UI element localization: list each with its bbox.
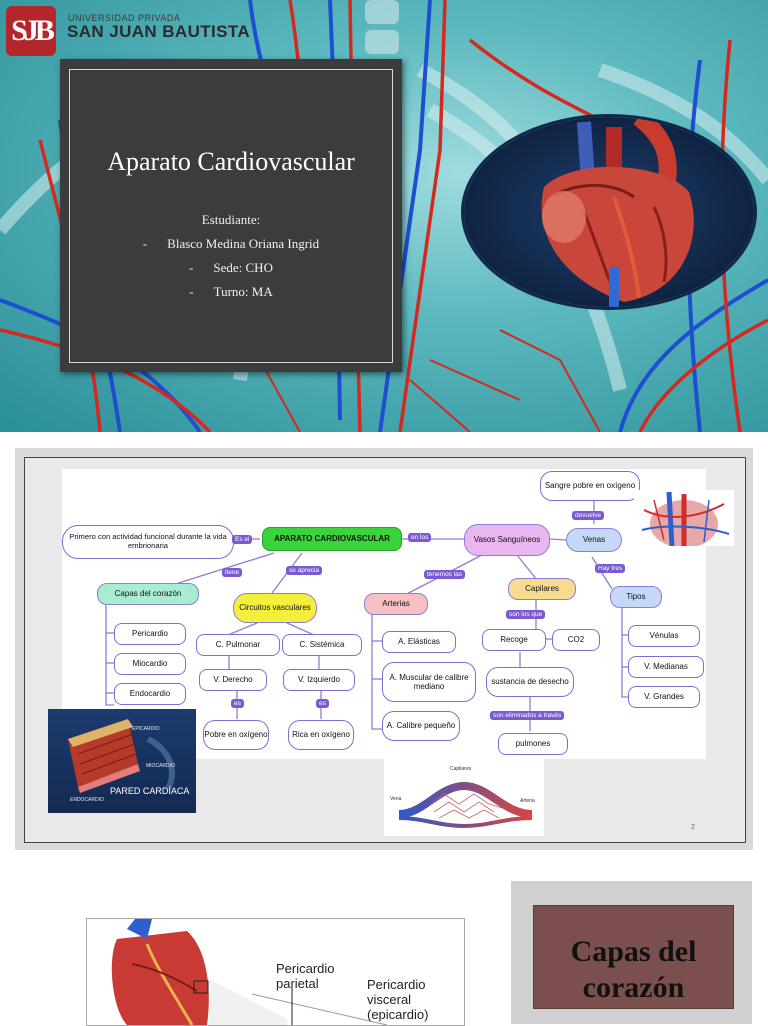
link-tenemos-las: tenemos las: [424, 570, 466, 579]
pared-cardiaca-title: PARED CARDÍACA: [110, 786, 190, 796]
first-activity-node: Primero con actividad funcional durante …: [62, 525, 234, 559]
v-izquierdo-node: V. Izquierdo: [283, 669, 355, 691]
tipos-node: Tipos: [610, 586, 662, 608]
a-elasticas-node: A. Elásticas: [382, 631, 456, 653]
university-name: SAN JUAN BAUTISTA: [67, 22, 251, 41]
capillary-art: [398, 781, 533, 829]
root-node: APARATO CARDIOVASCULAR: [262, 527, 402, 551]
pared-endocardio-label: ENDOCARDIO: [70, 797, 104, 803]
co2-node: CO2: [552, 629, 600, 651]
concept-map: Primero con actividad funcional durante …: [62, 469, 706, 759]
heart-image: [464, 117, 754, 307]
pared-cardiaca-image: EPICARDIO MIOCARDIO ENDOCARDIO PARED CAR…: [48, 709, 196, 813]
link-eliminados: son eliminados a través: [490, 711, 565, 720]
v-derecho-node: V. Derecho: [199, 669, 267, 691]
student-label: Estudiante:: [201, 212, 261, 227]
arteria-label: Arteria: [520, 798, 535, 804]
sede-text: Sede: CHO: [213, 260, 273, 275]
v-medianas-node: V. Medianas: [628, 656, 704, 678]
a-muscular-node: A. Muscular de calibre mediano: [382, 662, 476, 702]
bullet-dash: -: [142, 236, 148, 251]
c-pulmonar-node: C. Pulmonar: [196, 634, 280, 656]
capas-node: Capas del corazón: [97, 583, 199, 605]
pericardio-illustration: [111, 919, 388, 1025]
turno-line: - Turno: MA: [60, 284, 402, 300]
sustancia-node: sustancia de desecho: [486, 667, 574, 697]
link-es-1: es: [231, 699, 244, 708]
pericardio-parietal-label: Pericardio parietal: [276, 961, 335, 991]
bullet-dash: -: [189, 260, 194, 275]
capas-title: Capas del corazón: [570, 935, 697, 1004]
pericardio-visceral-label: Pericardio visceral (epicardio): [367, 977, 429, 1022]
link-tiene: tiene: [222, 568, 243, 577]
pared-cardiaca-art: [68, 719, 175, 793]
bullet-dash: -: [189, 284, 194, 299]
venulas-node: Vénulas: [628, 625, 700, 647]
heart-diagram-art: [641, 491, 730, 546]
recoge-node: Recoge: [482, 629, 546, 651]
capas-title-box: Capas del corazón: [533, 905, 734, 1009]
link-en-los: en los: [408, 533, 432, 542]
heart-diagram: [634, 490, 734, 546]
capillary-diagram: Capilares Vena Arteria: [384, 756, 544, 836]
presentation-title: Aparato Cardiovascular: [107, 147, 355, 176]
capilares-node: Capilares: [508, 578, 576, 600]
venas-node: Venas: [566, 528, 622, 552]
pulmones-node: pulmones: [498, 733, 568, 755]
link-devuelve: devuelve: [572, 511, 605, 520]
turno-text: Turno: MA: [213, 284, 273, 299]
capilares-label: Capilares: [450, 766, 472, 772]
logo-mark: SJB: [11, 14, 55, 47]
pobre-oxigeno-node: Pobre en oxígeno: [203, 720, 269, 750]
miocardio-node: Miocardio: [114, 653, 186, 675]
sede-line: - Sede: CHO: [60, 260, 402, 276]
title-card: Aparato Cardiovascular Estudiante: - Blas…: [60, 59, 402, 372]
circuitos-node: Circuitos vasculares: [233, 593, 317, 623]
link-se-aprecia: se aprecia: [286, 566, 322, 575]
link-es-2: es: [316, 699, 329, 708]
link-es-el: Es el: [232, 535, 253, 544]
university-subtitle: UNIVERSIDAD PRIVADA: [68, 13, 181, 23]
pared-epicardio-label: EPICARDIO: [132, 726, 160, 732]
vasos-node: Vasos Sanguíneos: [464, 524, 550, 556]
university-logo: SJB: [6, 6, 56, 56]
link-son-los-que: son los que: [506, 610, 546, 619]
sangre-pobre-node: Sangre pobre en oxígeno: [540, 471, 640, 501]
arterias-node: Arterias: [364, 593, 428, 615]
student-name-line: - Blasco Medina Oriana Ingrid: [60, 236, 402, 252]
v-grandes-node: V. Grandes: [628, 686, 700, 708]
student-name: Blasco Medina Oriana Ingrid: [167, 236, 320, 251]
pericardio-node: Pericardio: [114, 623, 186, 645]
pared-miocardio-label: MIOCARDIO: [146, 763, 175, 769]
endocardio-node: Endocardio: [114, 683, 186, 705]
vena-label: Vena: [390, 796, 402, 802]
a-calibre-node: A. Calibre pequeño: [382, 711, 460, 741]
c-sistemica-node: C. Sistémica: [282, 634, 362, 656]
title-card-border: [69, 69, 393, 363]
slide-page-number: 2: [691, 824, 695, 831]
rica-oxigeno-node: Rica en oxígeno: [288, 720, 354, 750]
cover-slide: SJB UNIVERSIDAD PRIVADA SAN JUAN BAUTIST…: [0, 0, 768, 432]
heart-illustration: [541, 117, 694, 307]
pericardio-slide: Pericardio parietal Pericardio visceral …: [86, 918, 465, 1026]
link-hay-tres: Hay tres: [595, 564, 626, 573]
